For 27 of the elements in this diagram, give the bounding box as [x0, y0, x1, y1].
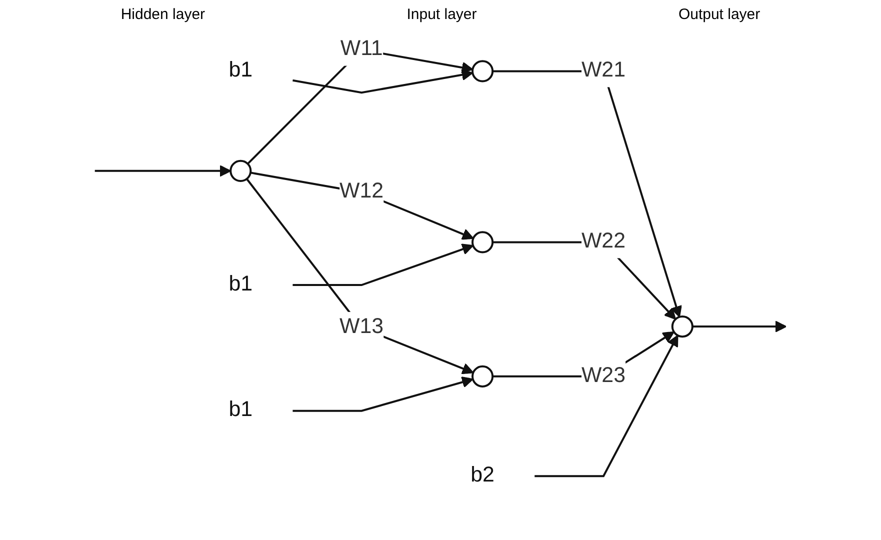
- edge-label: W12: [340, 180, 384, 204]
- arrow: [246, 178, 474, 374]
- node-text: b1: [228, 59, 253, 82]
- edge-label: W21: [581, 59, 626, 82]
- layer-label: Input layer: [406, 6, 477, 23]
- arrow: [492, 70, 682, 318]
- node-circle: [472, 365, 494, 388]
- arrow: [292, 244, 474, 286]
- arrow: [692, 320, 787, 332]
- node-circle: [472, 60, 494, 82]
- node-circle: [671, 316, 694, 338]
- layer-label: Output layer: [678, 6, 760, 23]
- arrow: [94, 165, 232, 177]
- node-text: b2: [470, 464, 494, 487]
- edge-label: W13: [340, 316, 384, 339]
- edge-label: W23: [581, 364, 626, 388]
- arrow: [250, 172, 474, 240]
- edge-label: W22: [581, 230, 626, 253]
- arrow: [534, 334, 678, 478]
- node-text: b1: [228, 273, 253, 296]
- node-circle: [230, 160, 252, 182]
- layer-label: Hidden layer: [120, 6, 206, 23]
- edge-label: W11: [340, 38, 383, 60]
- arrow: [292, 69, 474, 94]
- node-text: b1: [228, 398, 253, 422]
- node-circle: [472, 231, 494, 254]
- arrow: [292, 376, 474, 412]
